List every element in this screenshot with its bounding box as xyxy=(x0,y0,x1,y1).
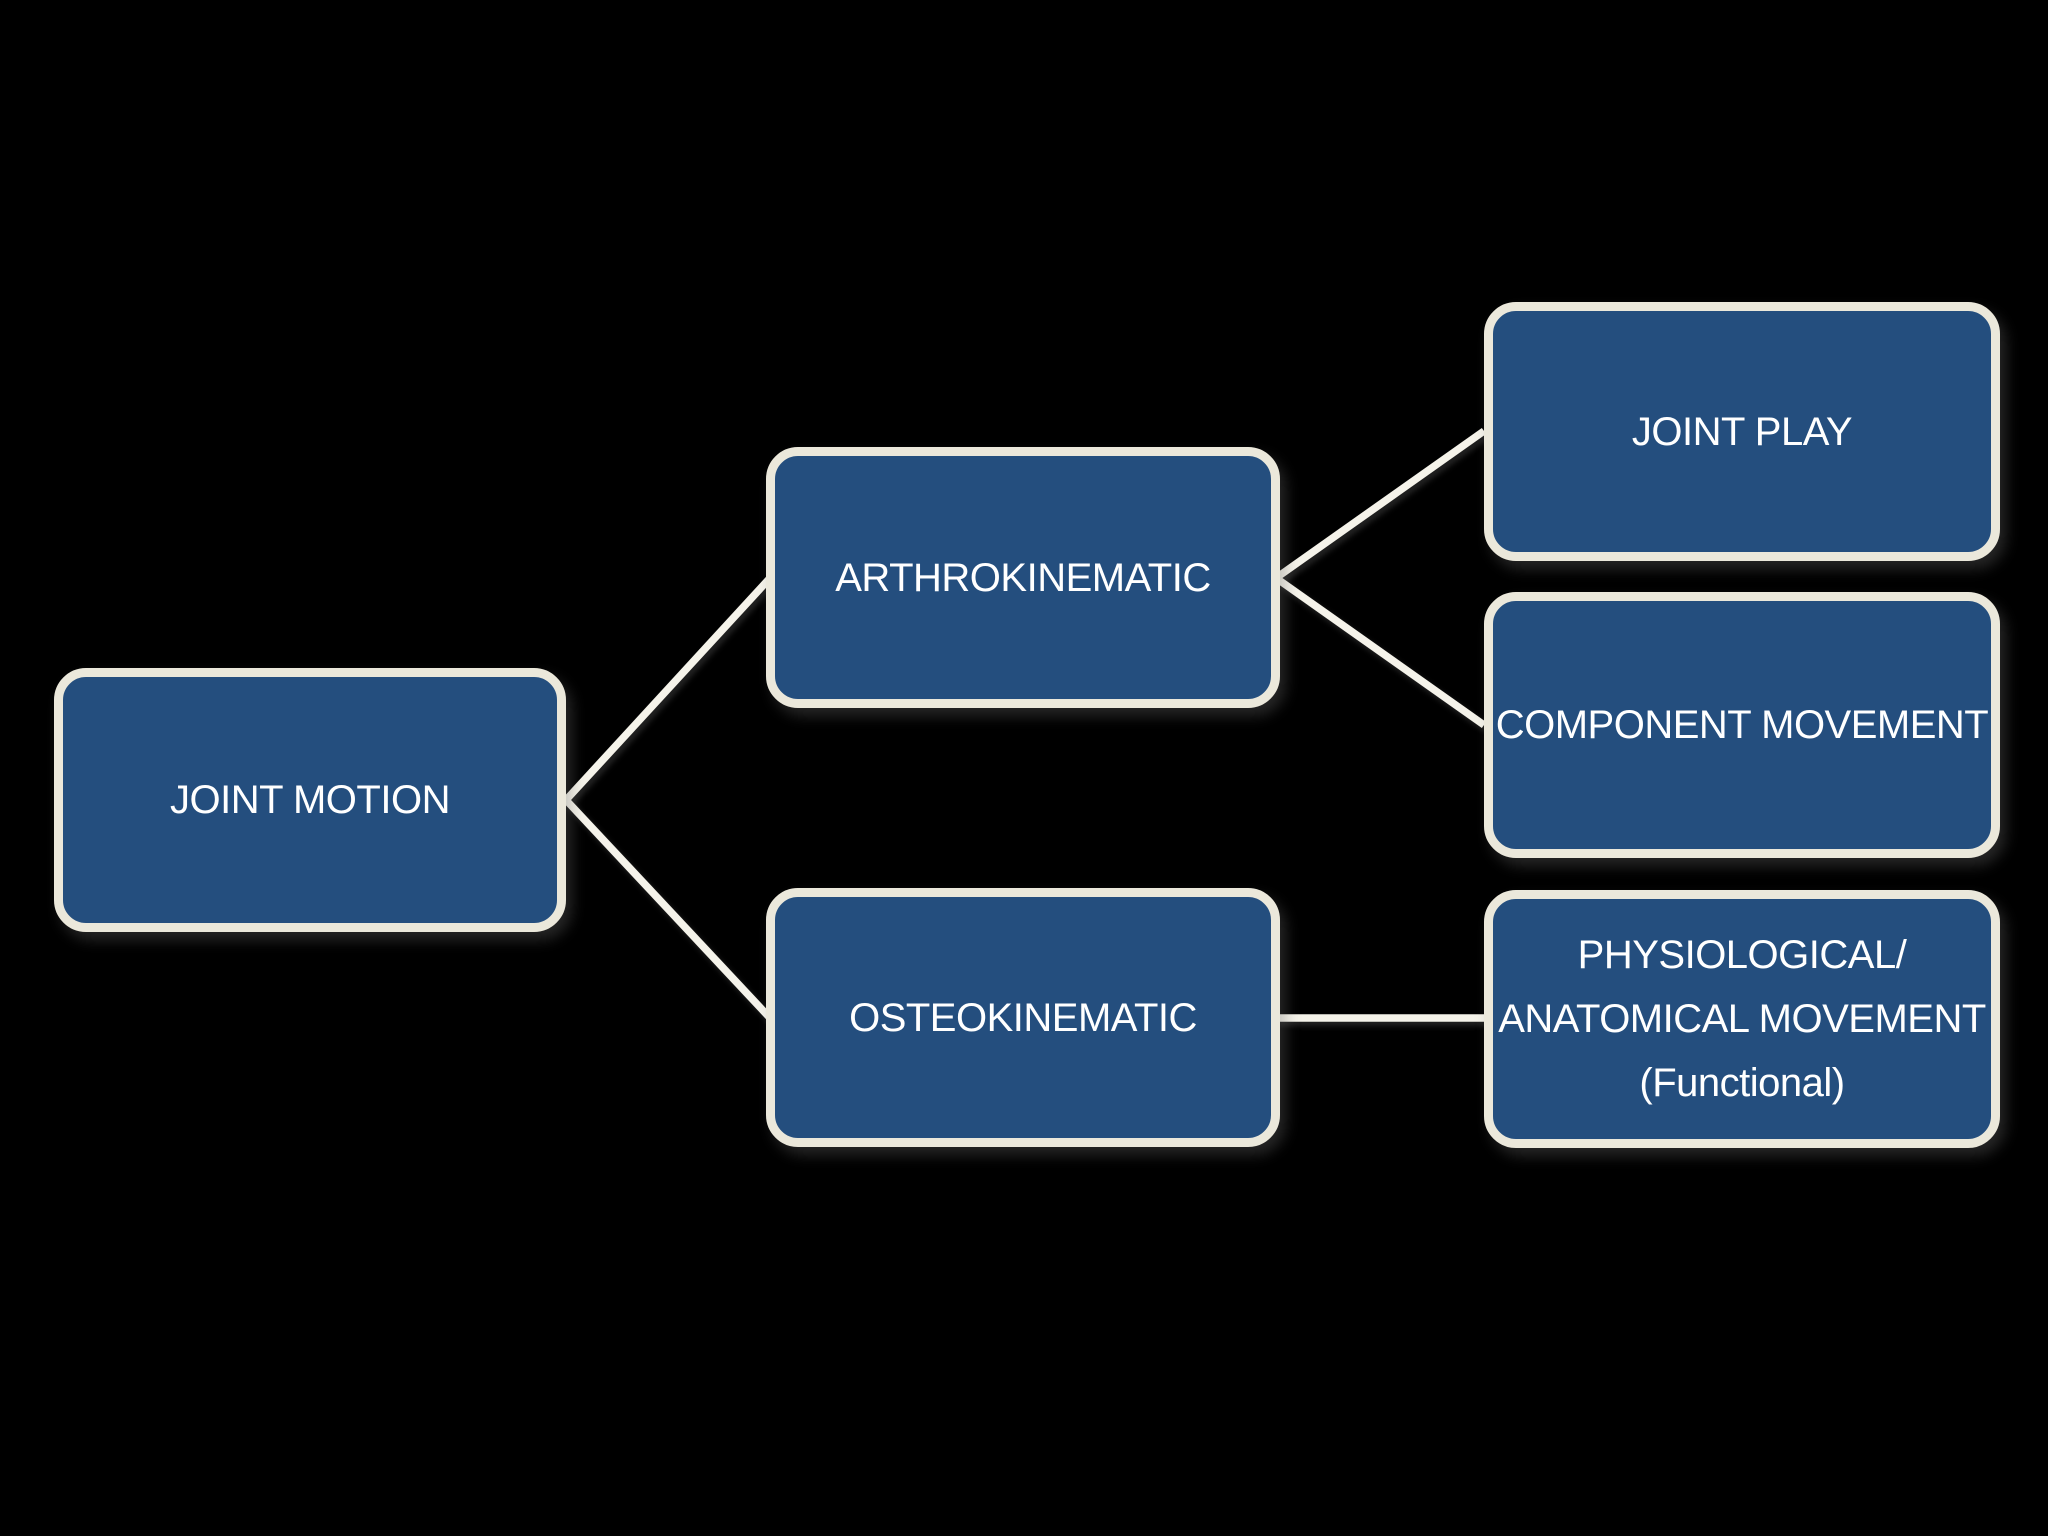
node-arthrokinematic: ARTHROKINEMATIC xyxy=(766,447,1280,708)
node-osteokinematic: OSTEOKINEMATIC xyxy=(766,888,1280,1147)
connector-joint-motion-arthrokinematic xyxy=(563,575,773,803)
node-joint-play-label: JOINT PLAY xyxy=(1631,409,1853,454)
node-joint-motion-label: JOINT MOTION xyxy=(170,778,450,822)
connector-arthrokinematic-component-movement xyxy=(1273,574,1487,729)
connector-arthrokinematic-joint-play xyxy=(1273,427,1487,582)
node-physiological-anatomical: PHYSIOLOGICAL/ ANATOMICAL MOVEMENT (Func… xyxy=(1484,890,2000,1148)
node-physiological-anatomical-label: PHYSIOLOGICAL/ ANATOMICAL MOVEMENT (Func… xyxy=(1498,933,1986,1105)
node-osteokinematic-label: OSTEOKINEMATIC xyxy=(849,995,1197,1040)
node-joint-motion: JOINT MOTION xyxy=(54,668,566,932)
node-component-movement: COMPONENT MOVEMENT xyxy=(1484,592,2000,858)
node-arthrokinematic-label: ARTHROKINEMATIC xyxy=(835,555,1211,600)
connector-joint-motion-osteokinematic xyxy=(563,797,773,1021)
node-joint-play: JOINT PLAY xyxy=(1484,302,2000,561)
node-component-movement-label: COMPONENT MOVEMENT xyxy=(1495,703,1989,747)
